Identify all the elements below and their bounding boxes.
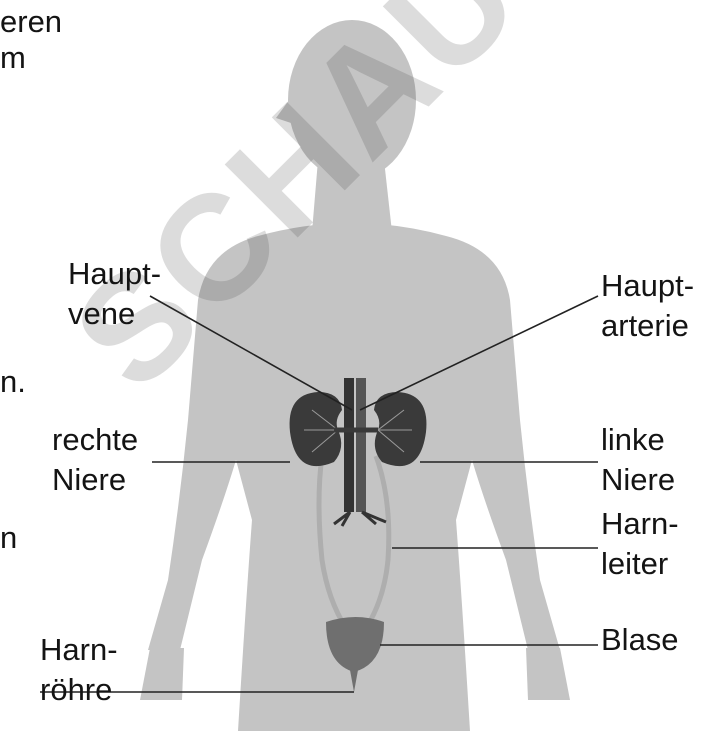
label-hauptvene: Haupt- vene bbox=[68, 254, 161, 334]
label-hauptarterie-line1: Haupt- bbox=[601, 266, 694, 306]
label-rechte-niere-line1: rechte bbox=[52, 420, 138, 460]
label-rechte-niere: rechte Niere bbox=[52, 420, 138, 500]
margin-fragment-1: eren bbox=[0, 2, 62, 42]
margin-fragment-3: n. bbox=[0, 362, 26, 402]
label-hauptvene-line2: vene bbox=[68, 294, 161, 334]
label-linke-niere-line1: linke bbox=[601, 420, 675, 460]
label-harnleiter-line2: leiter bbox=[601, 544, 679, 584]
left-hand bbox=[526, 648, 570, 700]
label-linke-niere: linke Niere bbox=[601, 420, 675, 500]
label-harnroehre-line1: Harn- bbox=[40, 630, 118, 670]
left-kidney bbox=[374, 392, 426, 466]
label-rechte-niere-line2: Niere bbox=[52, 460, 138, 500]
label-hauptarterie-line2: arterie bbox=[601, 306, 694, 346]
label-blase: Blase bbox=[601, 620, 679, 660]
margin-fragment-2: m bbox=[0, 38, 26, 78]
label-harnleiter: Harn- leiter bbox=[601, 504, 679, 584]
label-hauptvene-line1: Haupt- bbox=[68, 254, 161, 294]
margin-fragment-4: n bbox=[0, 518, 17, 558]
label-hauptarterie: Haupt- arterie bbox=[601, 266, 694, 346]
aorta bbox=[356, 378, 366, 512]
label-linke-niere-line2: Niere bbox=[601, 460, 675, 500]
label-harnleiter-line1: Harn- bbox=[601, 504, 679, 544]
label-harnroehre: Harn- röhre bbox=[40, 630, 118, 710]
vena-cava bbox=[344, 378, 354, 512]
label-harnroehre-line2: röhre bbox=[40, 670, 118, 710]
